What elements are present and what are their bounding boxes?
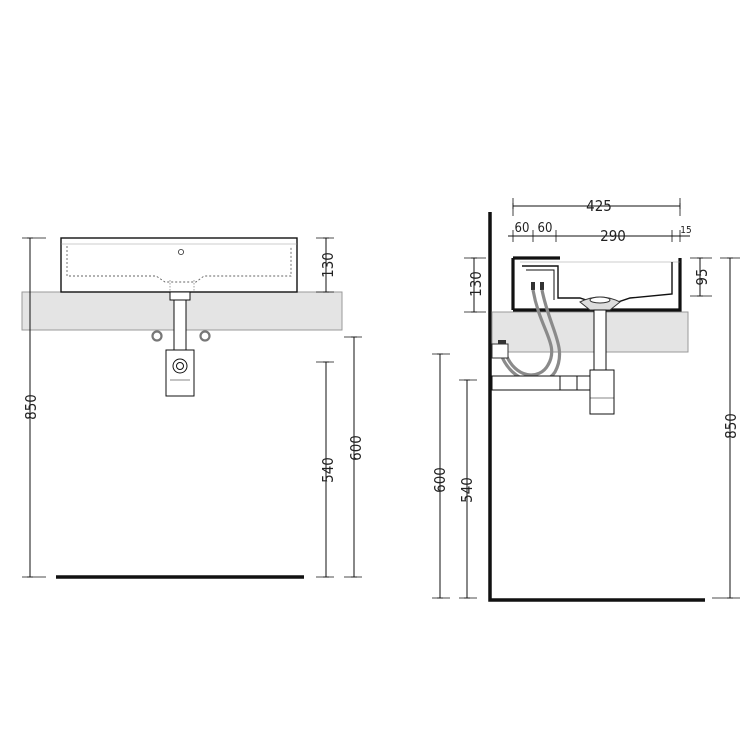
- side-label-600: 600: [431, 467, 449, 493]
- side-basin-section: [511, 256, 689, 312]
- side-angle-valve: [491, 343, 509, 359]
- left-valve: [151, 330, 163, 342]
- side-dim-540: [459, 379, 477, 599]
- side-label-540: 540: [458, 477, 476, 503]
- side-dim-95: [690, 257, 712, 297]
- side-label-60b: 60: [538, 221, 553, 236]
- side-label-290: 290: [600, 227, 626, 245]
- side-label-60a: 60: [515, 221, 530, 236]
- side-dim-425: [512, 198, 681, 216]
- side-label-15: 15: [680, 225, 691, 236]
- front-label-130: 130: [319, 252, 337, 278]
- side-label-850: 850: [722, 413, 740, 439]
- side-label-95: 95: [693, 268, 711, 285]
- front-dim-130: [316, 237, 334, 293]
- side-label-425: 425: [586, 197, 612, 215]
- side-fitting-left: [531, 282, 535, 290]
- side-dim-600: [432, 353, 450, 599]
- front-label-600: 600: [347, 435, 365, 461]
- front-dim-540: [316, 361, 334, 578]
- front-label-850: 850: [22, 394, 40, 420]
- overflow-hole: [177, 248, 185, 256]
- side-wall-floor: [488, 212, 705, 602]
- supply-hose-2: [498, 289, 562, 384]
- front-basin: [60, 237, 298, 293]
- front-view: [21, 237, 362, 579]
- side-countertop: [491, 311, 689, 353]
- side-fitting-right: [540, 282, 544, 290]
- right-valve: [199, 330, 211, 342]
- front-dim-850: [22, 237, 46, 578]
- side-drain-trap: [491, 309, 615, 415]
- front-drain-trap: [165, 291, 195, 397]
- supply-hose-1: [503, 289, 554, 377]
- front-dim-600: [344, 336, 362, 578]
- side-dim-130: [464, 257, 486, 313]
- side-view: [432, 198, 740, 602]
- side-dim-850: [712, 257, 740, 599]
- front-label-540: 540: [319, 457, 337, 483]
- side-label-130: 130: [467, 271, 485, 297]
- side-dim-row: [508, 230, 690, 242]
